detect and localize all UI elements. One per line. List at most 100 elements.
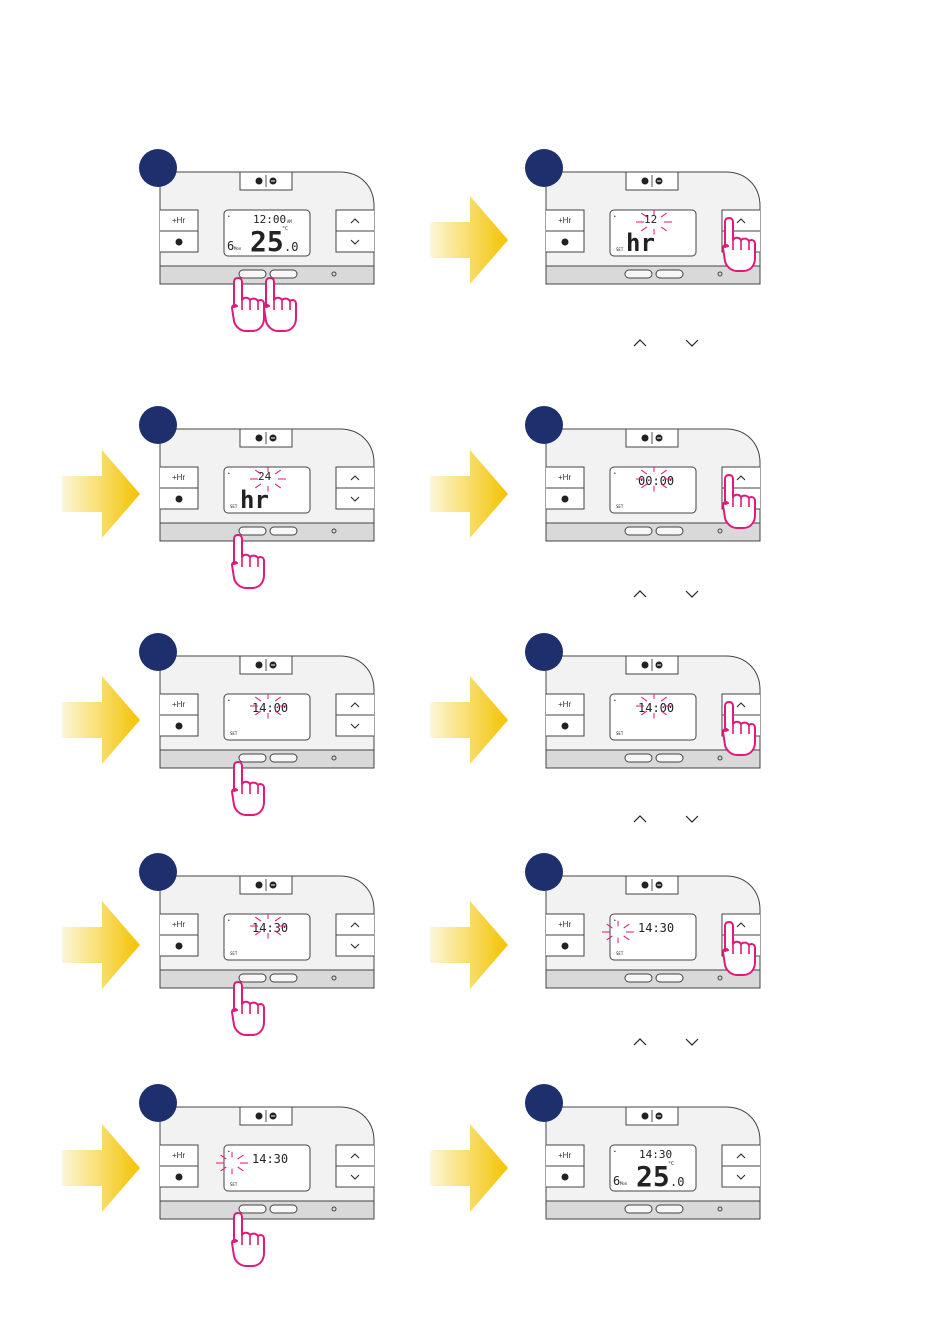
svg-text:•: • bbox=[228, 918, 230, 924]
set-button-left[interactable] bbox=[239, 754, 266, 762]
chevron-up-icon bbox=[634, 1039, 646, 1045]
set-button-right[interactable] bbox=[656, 974, 683, 982]
bottom-bar bbox=[546, 970, 760, 988]
step-arrow bbox=[62, 1124, 140, 1212]
step-badge bbox=[525, 406, 563, 444]
chevron-up-icon bbox=[634, 816, 646, 822]
set-button-right[interactable] bbox=[270, 754, 297, 762]
drop-icon[interactable] bbox=[562, 239, 569, 246]
power-icon[interactable] bbox=[256, 882, 263, 889]
set-button-right[interactable] bbox=[656, 1205, 683, 1213]
lcd-set-label: SET bbox=[230, 504, 238, 509]
lcd-set-label: SET bbox=[230, 1182, 238, 1187]
plus-hr-button: +Hr bbox=[172, 216, 185, 225]
up-down-hint bbox=[634, 340, 698, 346]
set-button-left[interactable] bbox=[239, 1205, 266, 1213]
set-button-right[interactable] bbox=[656, 527, 683, 535]
svg-text:•: • bbox=[614, 1149, 616, 1155]
bottom-bar bbox=[160, 970, 374, 988]
power-icon[interactable] bbox=[256, 662, 263, 669]
lcd-time: 14:30 bbox=[252, 1152, 288, 1166]
step-badge bbox=[139, 1084, 177, 1122]
set-button-right[interactable] bbox=[270, 1205, 297, 1213]
drop-icon[interactable] bbox=[562, 1174, 569, 1181]
step-arrow bbox=[430, 901, 508, 989]
lcd-time: 14:30 bbox=[638, 921, 674, 935]
set-button-left[interactable] bbox=[625, 754, 652, 762]
svg-text:•: • bbox=[614, 214, 616, 220]
set-button-left[interactable] bbox=[239, 527, 266, 535]
step-badge bbox=[139, 406, 177, 444]
lcd-time: 24 bbox=[258, 470, 272, 483]
power-icon[interactable] bbox=[642, 662, 649, 669]
lcd-set-label: SET bbox=[230, 951, 238, 956]
bottom-bar bbox=[546, 523, 760, 541]
drop-icon[interactable] bbox=[562, 723, 569, 730]
set-button-left[interactable] bbox=[625, 1205, 652, 1213]
drop-icon[interactable] bbox=[176, 723, 183, 730]
set-button-left[interactable] bbox=[625, 270, 652, 278]
lcd-decimal: .0 bbox=[284, 240, 298, 254]
thermostat-step-3: +Hr•24hrSET bbox=[139, 406, 374, 588]
pointing-hand-icon bbox=[232, 762, 264, 815]
set-button-right[interactable] bbox=[656, 754, 683, 762]
set-button-left[interactable] bbox=[625, 974, 652, 982]
drop-icon[interactable] bbox=[176, 496, 183, 503]
set-button-left[interactable] bbox=[625, 527, 652, 535]
lcd-main-value: 25 bbox=[636, 1160, 670, 1193]
drop-icon[interactable] bbox=[176, 239, 183, 246]
lcd-decimal: .0 bbox=[670, 1175, 684, 1189]
step-arrow bbox=[62, 450, 140, 538]
chevron-down-icon bbox=[686, 816, 698, 822]
plus-hr-button: +Hr bbox=[172, 473, 185, 482]
bottom-bar bbox=[546, 266, 760, 284]
lcd-main-value: 25 bbox=[250, 225, 284, 258]
power-icon[interactable] bbox=[642, 1113, 649, 1120]
lcd-day-name: Mon bbox=[234, 246, 242, 251]
power-icon[interactable] bbox=[642, 178, 649, 185]
set-button-right[interactable] bbox=[270, 527, 297, 535]
plus-hr-button: +Hr bbox=[558, 473, 571, 482]
lcd-set-label: SET bbox=[616, 247, 624, 252]
drop-icon[interactable] bbox=[176, 1174, 183, 1181]
set-button-right[interactable] bbox=[270, 974, 297, 982]
step-arrow bbox=[430, 450, 508, 538]
plus-hr-button: +Hr bbox=[558, 216, 571, 225]
lcd-main-value: hr bbox=[240, 486, 269, 514]
power-icon[interactable] bbox=[256, 178, 263, 185]
drop-icon[interactable] bbox=[176, 943, 183, 950]
lcd-time: 12 bbox=[644, 213, 657, 226]
power-icon[interactable] bbox=[642, 882, 649, 889]
step-badge bbox=[139, 149, 177, 187]
power-icon[interactable] bbox=[256, 1113, 263, 1120]
chevron-down-icon bbox=[686, 1039, 698, 1045]
step-arrow bbox=[430, 676, 508, 764]
lcd-set-label: SET bbox=[616, 951, 624, 956]
lcd-set-label: SET bbox=[616, 731, 624, 736]
drop-icon[interactable] bbox=[562, 943, 569, 950]
power-icon[interactable] bbox=[256, 435, 263, 442]
step-arrow bbox=[430, 1124, 508, 1212]
up-down-hint bbox=[634, 1039, 698, 1045]
step-badge bbox=[525, 149, 563, 187]
drop-icon[interactable] bbox=[562, 496, 569, 503]
bottom-bar bbox=[160, 750, 374, 768]
bottom-bar bbox=[546, 750, 760, 768]
plus-hr-button: +Hr bbox=[172, 700, 185, 709]
set-button-right[interactable] bbox=[656, 270, 683, 278]
up-down-hint bbox=[634, 591, 698, 597]
set-button-left[interactable] bbox=[239, 974, 266, 982]
bottom-bar bbox=[160, 1201, 374, 1219]
lcd-ampm: AM bbox=[287, 219, 292, 224]
step-badge bbox=[139, 853, 177, 891]
set-button-left[interactable] bbox=[239, 270, 266, 278]
power-icon[interactable] bbox=[642, 435, 649, 442]
chevron-up-icon bbox=[634, 591, 646, 597]
set-button-right[interactable] bbox=[270, 270, 297, 278]
svg-text:•: • bbox=[614, 471, 616, 477]
thermostat-step-1: +Hr•12:00AM°C25.06Mon bbox=[139, 149, 374, 331]
svg-text:•: • bbox=[228, 1149, 230, 1155]
